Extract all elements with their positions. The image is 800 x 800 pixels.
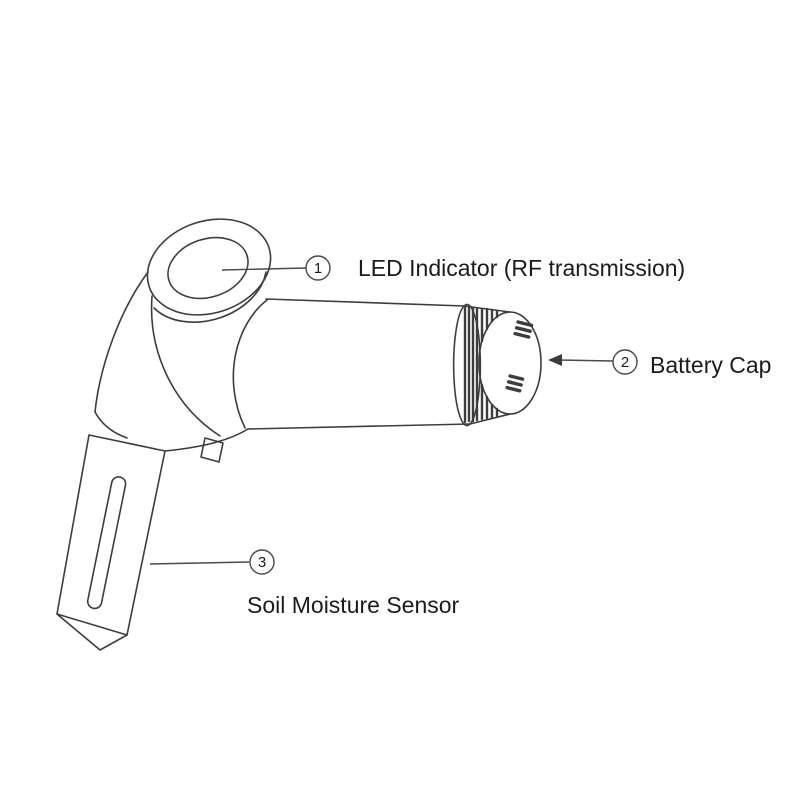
battery-cap-ribs [463,306,499,424]
led-indicator-face [146,218,272,323]
tube-top-edge [265,298,465,307]
collar-tab [200,437,224,463]
cap-face-boundary [478,311,511,415]
callout-battery-number: 2 [621,354,629,371]
probe-slot [86,476,127,610]
body-seam-curve [150,295,221,437]
callout-led-number: 1 [314,260,322,277]
callout-probe-number: 3 [258,554,266,571]
face-inner-ring [167,236,249,300]
soil-probe [56,434,166,651]
callout-battery-badge [612,349,638,375]
callout-battery-leader [557,359,614,362]
callout-led: 1 LED Indicator (RF transmission) [221,255,685,281]
body-bottom-left-curve [94,411,128,439]
callout-probe: 3 Soil Moisture Sensor [149,549,460,618]
tube-left-seam [232,299,268,429]
tube-bottom-edge [247,423,471,430]
callout-probe-label: Soil Moisture Sensor [247,592,460,618]
sensor-body [94,271,471,463]
face-rim-edge [153,271,267,323]
battery-cap [452,303,542,427]
callout-led-label: LED Indicator (RF transmission) [358,255,685,281]
callout-battery-arrowhead [548,354,562,366]
callout-probe-leader [149,561,250,565]
callout-probe-badge [249,549,275,575]
body-left-edge [94,271,149,413]
device-line-art [56,218,542,651]
probe-outline [56,434,166,651]
battery-terminal-marks [505,320,534,393]
callout-led-badge [305,255,331,281]
collar-right-curve [164,428,249,452]
probe-bevel-edge [56,613,128,636]
callout-battery-label: Battery Cap [650,352,771,378]
callout-led-leader [221,267,307,271]
face-outer-ring [146,218,272,316]
callout-battery: 2 Battery Cap [548,349,771,378]
